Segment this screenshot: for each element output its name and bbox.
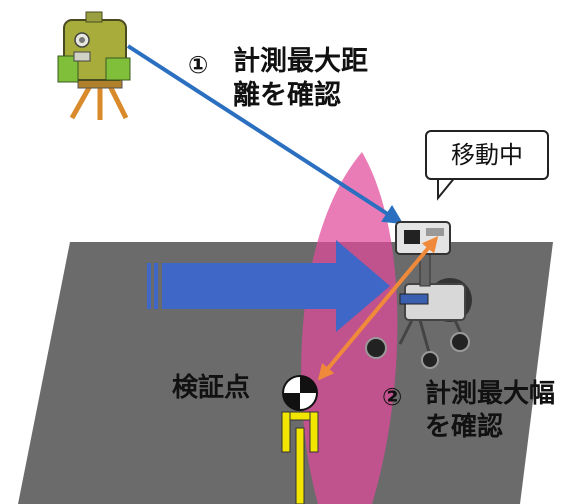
- step2-text: 計測最大幅 を確認: [425, 378, 555, 443]
- step1-line2: 離を確認: [233, 79, 341, 111]
- width-arrow: [317, 236, 439, 381]
- step1-text: 計測最大距 離を確認: [233, 45, 368, 113]
- step2-number: ②: [382, 383, 403, 411]
- step2-line1: 計測最大幅: [425, 379, 556, 409]
- total-station-icon: [57, 11, 131, 120]
- step2-line2: を確認: [425, 411, 504, 442]
- check-point-label: 検証点: [172, 373, 251, 403]
- distance-arrow: [126, 44, 404, 225]
- moving-label: 移動中: [451, 141, 523, 169]
- step1-number: ①: [188, 51, 209, 79]
- step1-line1: 計測最大距: [233, 46, 368, 77]
- check-point-target-icon: [281, 375, 319, 504]
- moving-callout: 移動中: [425, 130, 549, 180]
